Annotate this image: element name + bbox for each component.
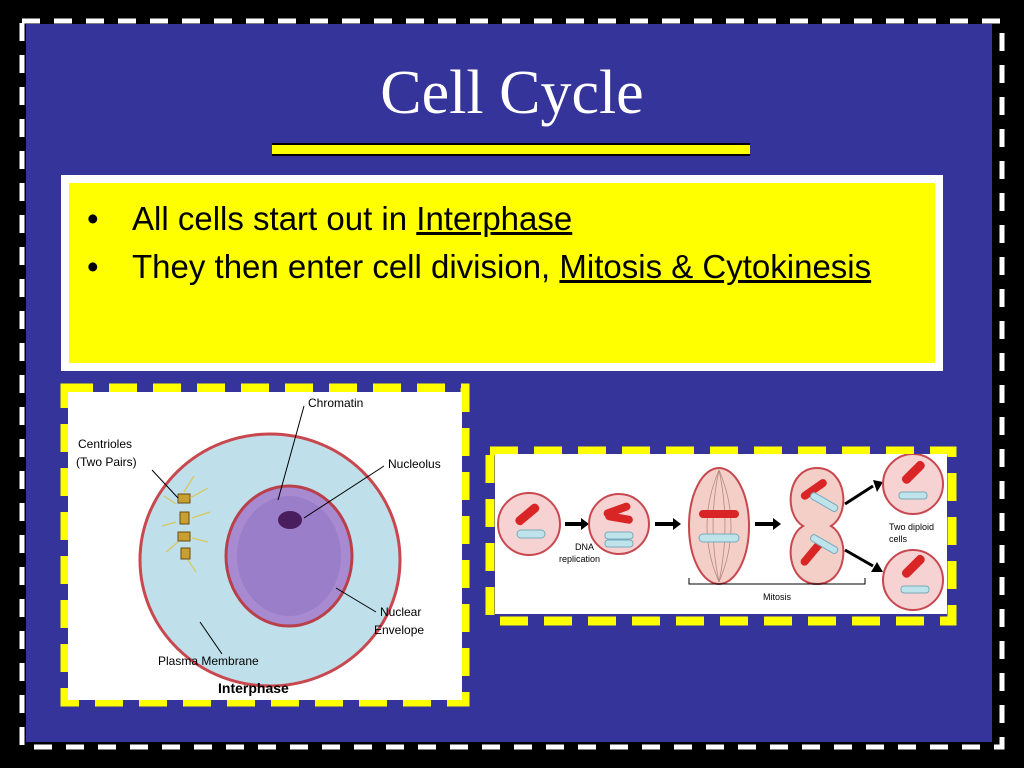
label-interphase-caption: Interphase	[218, 680, 289, 696]
bullet-item-2: • They then enter cell division, Mitosis…	[87, 247, 915, 287]
label-nuclear: Nuclear	[380, 605, 421, 619]
interphase-image: Chromatin Centrioles (Two Pairs) Nucleol…	[68, 392, 462, 700]
label-centrioles: Centrioles	[78, 437, 132, 451]
mitosis-dashed-frame	[485, 446, 957, 626]
mitosis-diagram: DNA replication Two diploid cells Mitosi…	[497, 453, 944, 611]
interphase-dashed-frame	[60, 383, 470, 707]
interphase-cell-diagram: Chromatin Centrioles (Two Pairs) Nucleol…	[76, 396, 441, 696]
chromatin-shape	[237, 496, 341, 616]
slide-title: Cell Cycle	[380, 59, 644, 127]
mitosis-image: DNA replication Two diploid cells Mitosi…	[495, 453, 947, 614]
daughter-cell-1-shape	[882, 453, 944, 515]
arrow-2	[655, 518, 681, 530]
label-mitosis: Mitosis	[763, 592, 792, 602]
label-cells: cells	[889, 534, 908, 544]
daughter-cell-2-shape	[882, 549, 944, 611]
bullet-item-1: • All cells start out in Interphase	[87, 199, 915, 239]
label-dna: DNA	[575, 542, 594, 552]
label-envelope: Envelope	[374, 623, 424, 637]
label-two-pairs: (Two Pairs)	[76, 455, 137, 469]
title-underline	[272, 143, 750, 156]
bullet-text: All cells start out in	[132, 200, 417, 237]
bullet-list: • All cells start out in Interphase • Th…	[87, 199, 915, 295]
label-chromatin: Chromatin	[308, 396, 363, 410]
label-nucleolus: Nucleolus	[388, 457, 441, 471]
label-plasma-membrane: Plasma Membrane	[158, 654, 259, 668]
metaphase-cell-shape	[688, 467, 750, 585]
centrioles-shape	[161, 475, 211, 573]
bullet-dot: •	[87, 200, 99, 237]
bullet-text: They then enter cell division,	[132, 248, 560, 285]
bullet-box: • All cells start out in Interphase • Th…	[61, 175, 943, 371]
arrow-1	[565, 518, 589, 530]
label-two-diploid: Two diploid	[889, 522, 934, 532]
arrow-3	[755, 518, 781, 530]
nucleolus-shape	[278, 511, 302, 529]
parent-cell-shape	[497, 492, 561, 556]
bullet-link-mitosis[interactable]: Mitosis & Cytokinesis	[559, 248, 872, 285]
label-replication: replication	[559, 554, 600, 564]
bullet-link-interphase[interactable]: Interphase	[416, 200, 573, 237]
replicated-cell-shape	[588, 493, 650, 555]
bullet-box-fill: • All cells start out in Interphase • Th…	[69, 183, 935, 363]
bullet-dot: •	[87, 248, 99, 285]
